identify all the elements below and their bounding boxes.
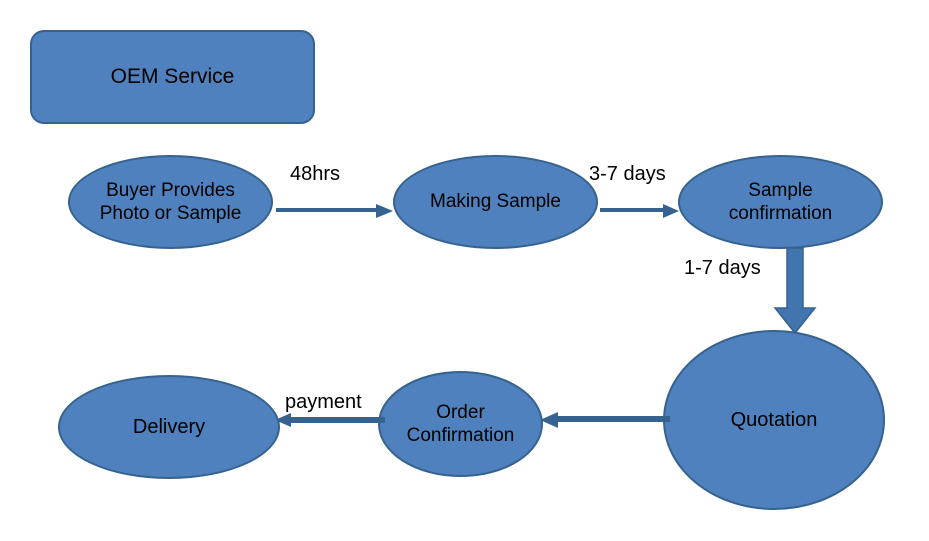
edge-label-payment: payment bbox=[285, 391, 362, 413]
node-sample-confirmation-label: Sample confirmation bbox=[728, 179, 833, 224]
node-buyer-provides[interactable]: Buyer Provides Photo or Sample bbox=[68, 155, 273, 249]
edge-label-1-7-days: 1-7 days bbox=[684, 257, 761, 279]
edge-label-48hrs: 48hrs bbox=[290, 163, 341, 185]
oem-service-box[interactable]: OEM Service bbox=[30, 30, 315, 124]
node-delivery[interactable]: Delivery bbox=[58, 375, 280, 479]
node-order-confirmation[interactable]: Order Confirmation bbox=[378, 371, 543, 477]
node-delivery-label: Delivery bbox=[132, 415, 206, 438]
node-sample-confirmation[interactable]: Sample confirmation bbox=[678, 155, 883, 249]
oem-service-label: OEM Service bbox=[110, 65, 235, 89]
edge-label-3-7-days: 3-7 days bbox=[589, 163, 666, 185]
node-quotation[interactable]: Quotation bbox=[663, 330, 885, 510]
node-quotation-label: Quotation bbox=[730, 408, 818, 431]
node-buyer-provides-label: Buyer Provides Photo or Sample bbox=[99, 179, 242, 224]
arrow-sample-to-quotation bbox=[770, 247, 826, 335]
node-making-sample-label: Making Sample bbox=[430, 191, 561, 213]
node-order-confirmation-label: Order Confirmation bbox=[406, 401, 515, 446]
node-making-sample[interactable]: Making Sample bbox=[393, 155, 598, 249]
